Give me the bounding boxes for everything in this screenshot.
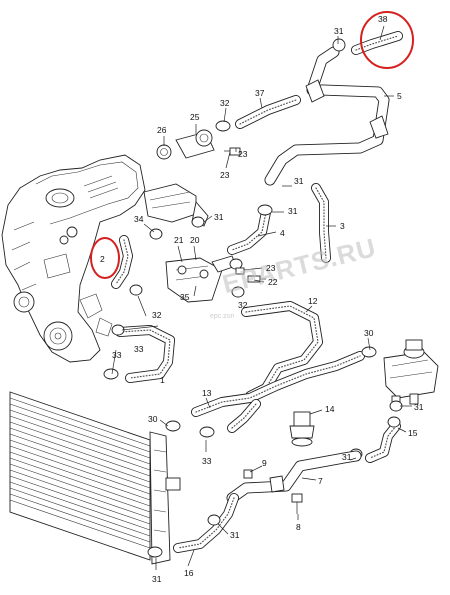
nut-9: [243, 469, 253, 479]
callout-32: 32: [152, 310, 162, 320]
thermostat-housing: [165, 255, 237, 303]
bolt-23-top: [224, 147, 241, 156]
callout-13: 13: [202, 388, 212, 398]
hose-3: [311, 183, 331, 263]
callout-7: 7: [318, 476, 323, 486]
hose-4: [227, 207, 271, 255]
callout-33: 33: [112, 350, 122, 360]
highlight-ring-38: [360, 11, 414, 69]
leader-lines: [111, 25, 412, 570]
callout-33: 33: [202, 456, 212, 466]
callout-31: 31: [342, 452, 352, 462]
callout-30: 30: [148, 414, 158, 424]
callout-31: 31: [334, 26, 344, 36]
clamp-31-mid: [191, 216, 205, 228]
clamp-30-left: [165, 420, 181, 432]
clamp-31-top: [332, 38, 346, 52]
bolt-23-mid: [235, 267, 245, 275]
callout-31: 31: [288, 206, 298, 216]
callout-21: 21: [174, 235, 184, 245]
callout-23: 23: [238, 149, 248, 159]
seal-26: [156, 144, 172, 160]
clamp-31-h16: [207, 514, 221, 526]
callout-20: 20: [190, 235, 200, 245]
clamp-33-bottom: [199, 426, 215, 438]
callout-31: 31: [230, 530, 240, 540]
pipe-5: [264, 46, 390, 186]
hose-2: [111, 235, 133, 289]
callout-14: 14: [325, 404, 335, 414]
bolt-8: [291, 493, 303, 514]
callout-26: 26: [157, 125, 167, 135]
clamp-32-top: [215, 120, 231, 132]
callout-31: 31: [414, 402, 424, 412]
clamp-31-h16b: [147, 546, 163, 558]
callout-34: 34: [134, 214, 144, 224]
callout-1: 1: [160, 375, 165, 385]
thermo-switch-14: [289, 411, 315, 447]
hose-16: [173, 493, 239, 553]
callout-35: 35: [180, 292, 190, 302]
callout-38: 38: [378, 14, 388, 24]
callout-30: 30: [364, 328, 374, 338]
callout-33: 33: [134, 344, 144, 354]
clamp-31-hose4: [257, 204, 273, 216]
clamp-30-h13: [361, 346, 377, 358]
highlight-ring-2: [90, 237, 120, 279]
hose-13: [191, 351, 365, 433]
callout-3: 3: [340, 221, 345, 231]
callout-12: 12: [308, 296, 318, 306]
clamp-32-thermo2: [231, 286, 245, 298]
callout-32: 32: [220, 98, 230, 108]
flange-25: [175, 129, 215, 159]
callout-23: 23: [266, 263, 276, 273]
callout-37: 37: [255, 88, 265, 98]
callout-15: 15: [408, 428, 418, 438]
hose-37: [235, 95, 301, 129]
callout-9: 9: [262, 458, 267, 468]
callout-16: 16: [184, 568, 194, 578]
expansion-tank: [383, 339, 439, 407]
clamp-32-thermo: [229, 258, 243, 270]
pipe-7: [226, 450, 362, 504]
clamp-33-h1: [103, 368, 119, 380]
callout-2: 2: [100, 254, 105, 264]
radiator: [9, 391, 181, 565]
callout-31: 31: [294, 176, 304, 186]
hose-1: [115, 325, 175, 383]
callout-labels: 38 31 5 37 32 25 26 23 23 31 3 31 4 34 2…: [100, 14, 424, 584]
callout-22: 22: [268, 277, 278, 287]
callout-23: 23: [220, 170, 230, 180]
callout-5: 5: [397, 91, 402, 101]
callout-31: 31: [152, 574, 162, 584]
bolt-22: [247, 275, 266, 283]
clamp-31-h15: [387, 416, 401, 428]
hose-15: [365, 421, 401, 463]
callout-25: 25: [190, 112, 200, 122]
callout-31: 31: [214, 212, 224, 222]
callout-8: 8: [296, 522, 301, 532]
clamp-32-left: [129, 284, 143, 296]
callout-4: 4: [280, 228, 285, 238]
callout-32: 32: [238, 300, 248, 310]
engine-block: [1, 154, 146, 363]
watermark-small: epc.zon: [210, 313, 235, 320]
